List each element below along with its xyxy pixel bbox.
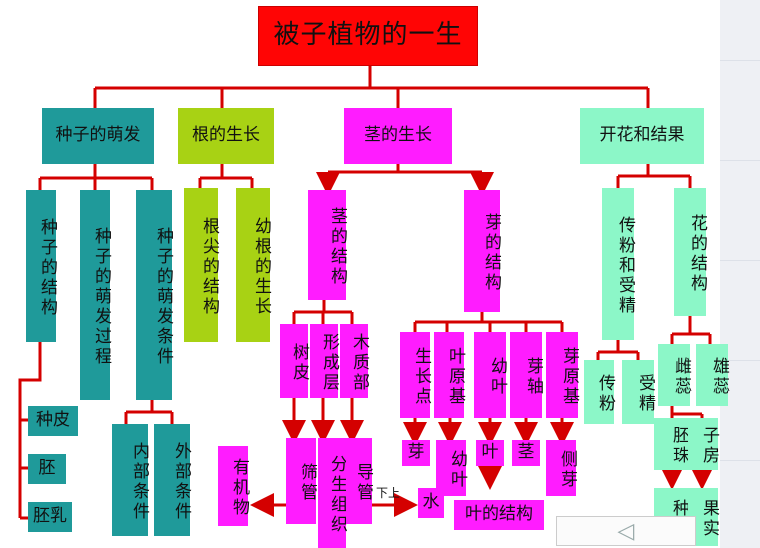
pollination-fertilization-box: 传粉和受精	[602, 188, 635, 340]
seed-coat-box: 种皮	[28, 406, 78, 436]
back-arrow-icon[interactable]: ◁	[556, 516, 696, 546]
embryo-box: 胚	[28, 454, 66, 484]
margin-line	[720, 260, 760, 261]
endosperm-box: 胚乳	[28, 502, 72, 532]
diagram-title: 被子植物的一生	[258, 6, 478, 66]
bark-box: 树皮	[280, 324, 309, 398]
external-conditions-box: 外部条件	[154, 424, 191, 536]
stem-structure-box: 茎的结构	[308, 190, 347, 300]
margin-line	[720, 460, 760, 461]
pollen-transfer-box: 传粉	[584, 360, 615, 424]
ovary-box: 子房	[688, 418, 719, 470]
branch-stem-growth: 茎的生长	[344, 108, 452, 164]
sieve-tube-box: 筛管	[286, 438, 317, 524]
seed-conditions-box: 种子的萌发条件	[136, 190, 173, 400]
direction-label: 下上	[376, 486, 401, 500]
margin-line	[720, 160, 760, 161]
growth-point-box: 生长点	[400, 332, 431, 418]
branch-flowering-fruiting: 开花和结果	[580, 108, 704, 164]
meristem-box: 分生组织	[318, 438, 347, 548]
margin-line	[720, 60, 760, 61]
organic-matter-box: 有机物	[218, 446, 249, 526]
ovule-box: 胚珠	[654, 418, 689, 470]
flower-structure-box: 花的结构	[674, 188, 707, 316]
xylem-box: 木质部	[340, 324, 369, 398]
pistil-box: 雌蕊	[658, 344, 691, 406]
leaf-result-box: 叶	[476, 440, 504, 466]
leaf-primordium-box: 叶原基	[434, 332, 465, 418]
internal-conditions-box: 内部条件	[112, 424, 149, 536]
bud-structure-box: 芽的结构	[464, 190, 501, 312]
cambium-box: 形成层	[310, 324, 339, 398]
seed-structure-box: 种子的结构	[26, 190, 57, 342]
bud-primordium-box: 芽原基	[546, 332, 579, 418]
margin-line	[720, 360, 760, 361]
young-root-growth-box: 幼根的生长	[236, 188, 271, 342]
leaf-structure-box: 叶的结构	[454, 500, 544, 530]
side-bud-box: 侧芽	[546, 440, 577, 496]
bud-result-box: 芽	[402, 440, 430, 466]
stem-result-box: 茎	[512, 440, 540, 466]
fertilization-box: 受精	[622, 360, 655, 424]
vessel-box: 导管	[346, 438, 373, 524]
root-tip-structure-box: 根尖的结构	[184, 188, 219, 342]
bud-axis-box: 芽轴	[510, 332, 543, 418]
young-leaf-result-box: 幼叶	[436, 440, 467, 496]
stamen-box: 雄蕊	[696, 344, 729, 406]
branch-seed-germination: 种子的萌发	[42, 108, 154, 164]
young-leaf-box: 幼叶	[474, 332, 507, 418]
right-margin-panel	[720, 0, 760, 548]
branch-root-growth: 根的生长	[178, 108, 274, 164]
seed-process-box: 种子的萌发过程	[80, 190, 111, 400]
